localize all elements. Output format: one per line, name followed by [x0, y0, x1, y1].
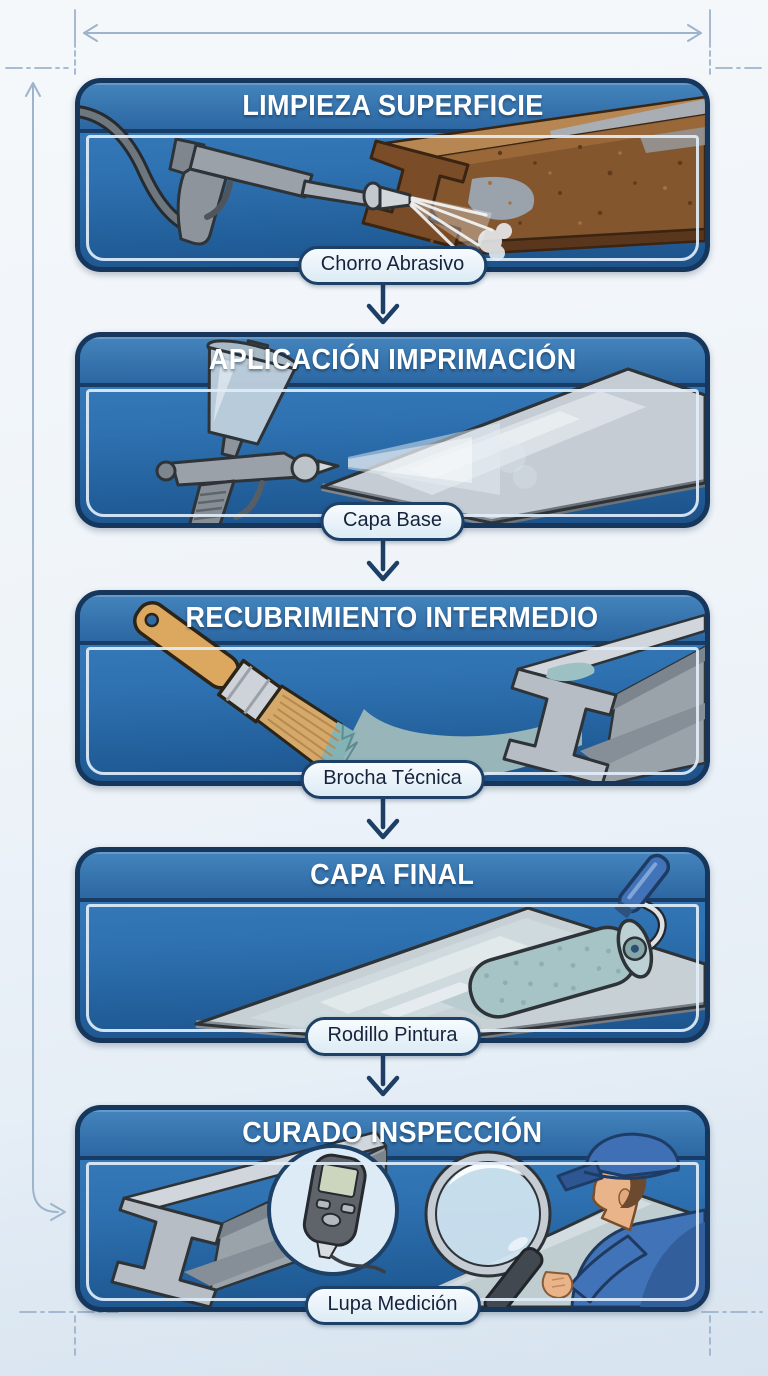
- step-title: RECUBRIMIENTO INTERMEDIO: [185, 602, 599, 634]
- step-title: CURADO INSPECCIÓN: [242, 1117, 543, 1149]
- tool-label-pill: Rodillo Pintura: [304, 1017, 481, 1056]
- flow-arrow-down-icon: [366, 1052, 400, 1097]
- thickness-gauge-icon: [302, 1153, 386, 1274]
- tool-label-pill: Capa Base: [320, 502, 465, 541]
- primer-spray-icon: [348, 423, 537, 495]
- flow-arrow-down-icon: [366, 795, 400, 840]
- step-panel-imprimacion: APLICACIÓN IMPRIMACIÓN Capa Base: [75, 332, 710, 541]
- abrasive-blast-illustration: [80, 95, 705, 267]
- blast-gun-icon: [80, 105, 412, 246]
- panel-header-band: [80, 852, 705, 902]
- step-title: LIMPIEZA SUPERFICIE: [241, 90, 544, 122]
- tool-label-pill: Chorro Abrasivo: [297, 246, 488, 285]
- inspector-figure-icon: [541, 1132, 705, 1307]
- curing-inspection-illustration: [110, 1130, 705, 1307]
- panel-canvas: RECUBRIMIENTO INTERMEDIO: [75, 590, 710, 786]
- steel-ibeam-icon: [502, 613, 705, 781]
- rust-speckles: [497, 145, 692, 225]
- step-panel-limpieza: LIMPIEZA SUPERFICIE Chorro Abrasivo: [75, 78, 710, 285]
- step-title: APLICACIÓN IMPRIMACIÓN: [208, 344, 577, 376]
- step-title: CAPA FINAL: [310, 859, 475, 891]
- step-panel-intermedio: RECUBRIMIENTO INTERMEDIO Brocha Técnica: [75, 590, 710, 799]
- step-panel-curado: CURADO INSPECCIÓN Lupa Medición: [75, 1105, 710, 1325]
- flow-arrow-down-icon: [366, 537, 400, 582]
- panel-canvas: CURADO INSPECCIÓN: [75, 1105, 710, 1312]
- tool-label-pill: Lupa Medición: [304, 1286, 481, 1325]
- guide-arrow-icon: [32, 83, 59, 1213]
- panel-header-band: [80, 83, 705, 133]
- panel-canvas: APLICACIÓN IMPRIMACIÓN: [75, 332, 710, 528]
- step-panel-capa-final: CAPA FINAL Rodillo Pintura: [75, 847, 710, 1056]
- panel-canvas: CAPA FINAL: [75, 847, 710, 1043]
- gauge-inset-circle: [267, 1144, 399, 1276]
- flow-arrow-down-icon: [366, 280, 400, 325]
- panel-canvas: LIMPIEZA SUPERFICIE: [75, 78, 710, 272]
- tool-label-pill: Brocha Técnica: [300, 760, 485, 799]
